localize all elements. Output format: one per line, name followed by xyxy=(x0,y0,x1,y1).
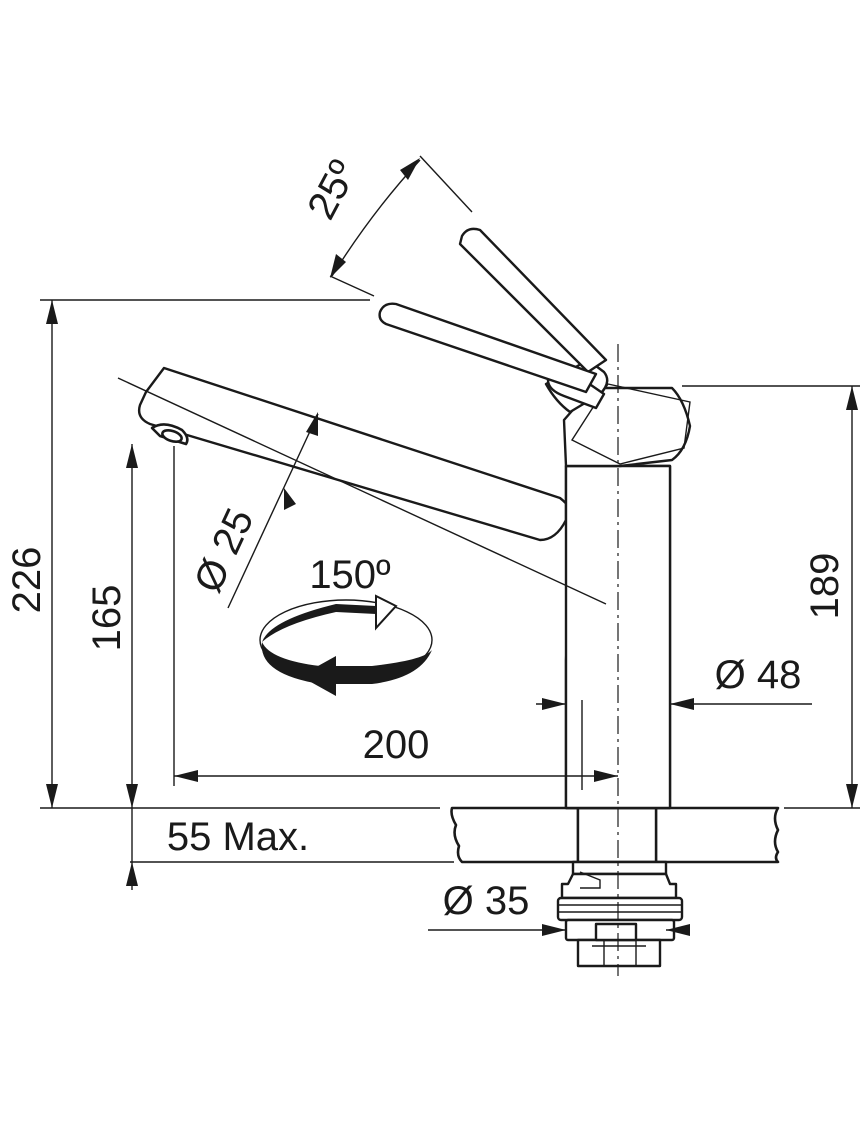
lever-upper xyxy=(458,227,608,374)
lever-handle xyxy=(378,227,608,394)
faucet-body xyxy=(137,358,692,810)
countertop-hole xyxy=(576,806,658,864)
extension-lines xyxy=(40,155,860,863)
lever-lower xyxy=(378,302,598,394)
lever-angle-label: 25º xyxy=(299,153,366,226)
body-height-label: 189 xyxy=(803,553,847,620)
rotation-arrow-icon xyxy=(259,594,433,696)
reach-label: 200 xyxy=(363,723,430,767)
countertop-left-slab xyxy=(450,806,580,864)
spout-diameter-label: Ø 25 xyxy=(186,502,263,599)
shank-diameter-label: Ø 35 xyxy=(443,879,530,923)
spout-height-label: 165 xyxy=(85,585,129,652)
mounting-shank xyxy=(556,860,684,968)
countertop xyxy=(450,806,780,864)
body-diameter-label: Ø 48 xyxy=(715,653,802,697)
total-height-label: 226 xyxy=(5,547,49,614)
countertop-right-slab xyxy=(654,806,780,864)
max-countertop-label: 55 Max. xyxy=(167,815,309,859)
dimension-lines xyxy=(46,158,858,936)
center-lines xyxy=(117,344,619,976)
rotation-angle-label: 150º xyxy=(309,553,391,597)
